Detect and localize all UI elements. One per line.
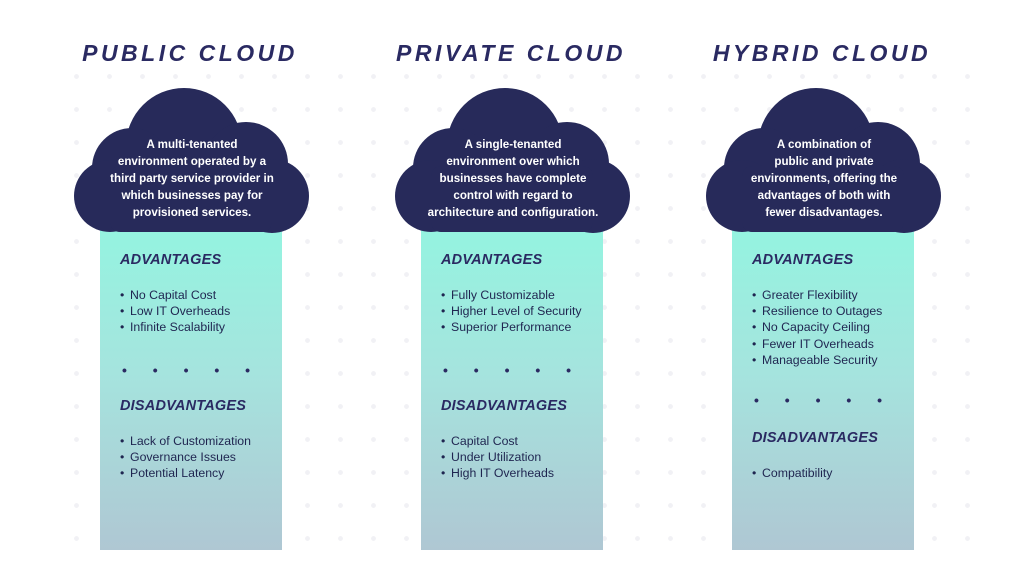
description-line: advantages of both with [757,189,891,202]
gradient-panel [732,226,914,550]
list-item: Compatibility [752,465,832,481]
gradient-panel [100,226,282,550]
description-line: businesses have complete [439,172,587,185]
advantages-heading: ADVANTAGES [120,252,222,268]
disadvantages-list: Compatibility [752,465,832,481]
cloud-icon [385,82,637,234]
dot-separator: • • • • • [122,362,262,378]
disadvantages-list: Capital Cost Under Utilization High IT O… [441,433,554,482]
public-cloud-column: PUBLIC CLOUD A multi-tenanted environmen… [60,0,320,584]
list-item: No Capital Cost [120,287,230,303]
column-title: PRIVATE CLOUD [396,40,626,66]
description-line: environment operated by a [117,155,267,168]
description-line: public and private [774,155,874,168]
cloud-description: A single-tenanted environment over which… [413,136,613,221]
description-line: fewer disadvantages. [765,206,883,219]
list-item: Resilience to Outages [752,303,882,319]
description-line: provisioned services. [132,206,252,219]
list-item: Higher Level of Security [441,303,582,319]
list-item: Governance Issues [120,449,251,465]
description-line: A combination of [776,138,872,151]
description-line: third party service provider in [110,172,274,185]
description-line: environments, offering the [750,172,898,185]
list-item: Infinite Scalability [120,319,230,335]
description-line: architecture and configuration. [427,206,599,219]
advantages-list: Fully Customizable Higher Level of Secur… [441,287,582,336]
column-title: HYBRID CLOUD [712,40,932,66]
list-item: No Capacity Ceiling [752,319,882,335]
disadvantages-heading: DISADVANTAGES [441,398,568,414]
list-item: Capital Cost [441,433,554,449]
advantages-heading: ADVANTAGES [441,252,543,268]
list-item: Lack of Customization [120,433,251,449]
list-item: Potential Latency [120,465,251,481]
cloud-description: A multi-tenanted environment operated by… [92,136,292,221]
list-item: Manageable Security [752,352,882,368]
gradient-panel [421,226,603,550]
list-item: Low IT Overheads [120,303,230,319]
description-line: A multi-tenanted [146,138,238,151]
list-item: Superior Performance [441,319,582,335]
description-line: control with regard to [453,189,573,202]
cloud-icon [696,82,948,234]
disadvantages-heading: DISADVANTAGES [752,430,879,446]
description-line: A single-tenanted [464,138,562,151]
column-title: PUBLIC CLOUD [82,40,298,66]
cloud-icon [64,82,316,234]
list-item: Under Utilization [441,449,554,465]
dot-separator: • • • • • [754,392,894,408]
advantages-list: No Capital Cost Low IT Overheads Infinit… [120,287,230,336]
list-item: Greater Flexibility [752,287,882,303]
list-item: Fully Customizable [441,287,582,303]
disadvantages-list: Lack of Customization Governance Issues … [120,433,251,482]
private-cloud-column: PRIVATE CLOUD A single-tenanted environm… [381,0,641,584]
advantages-heading: ADVANTAGES [752,252,854,268]
list-item: Fewer IT Overheads [752,336,882,352]
description-line: which businesses pay for [121,189,263,202]
advantages-list: Greater Flexibility Resilience to Outage… [752,287,882,368]
description-line: environment over which [446,155,580,168]
hybrid-cloud-column: HYBRID CLOUD A combination of public and… [692,0,952,584]
cloud-description: A combination of public and private envi… [724,136,924,221]
list-item: High IT Overheads [441,465,554,481]
disadvantages-heading: DISADVANTAGES [120,398,247,414]
dot-separator: • • • • • [443,362,583,378]
